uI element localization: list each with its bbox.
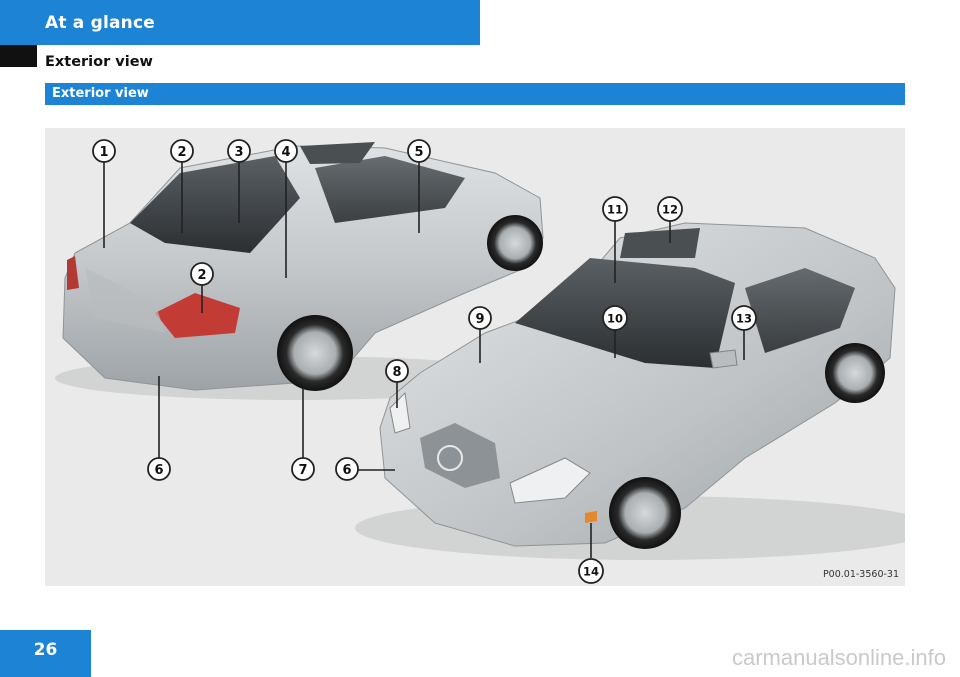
callout-label: 2	[197, 268, 206, 283]
callout-11: 11	[602, 196, 628, 222]
callout-label: 1	[99, 145, 108, 160]
page-marker	[0, 45, 37, 67]
callout-1: 1	[92, 139, 116, 163]
callout-label: 7	[298, 463, 307, 478]
callout-label: 13	[736, 312, 752, 326]
callout-label: 12	[662, 203, 678, 217]
callout-12: 12	[657, 196, 683, 222]
rear-taillight-right	[155, 293, 240, 338]
front-sunroof	[620, 228, 700, 258]
callout-label: 3	[234, 145, 243, 160]
subsection-title: Exterior view	[52, 86, 149, 101]
callout-7: 7	[291, 457, 315, 481]
rear-taillight-left	[67, 256, 79, 290]
side-marker-lamp	[585, 511, 597, 523]
callout-label: 9	[475, 312, 484, 327]
trunk-lid	[85, 268, 165, 333]
callout-9: 9	[468, 306, 492, 330]
chapter-tab: At a glance	[0, 0, 480, 45]
watermark: carmanualsonline.info	[731, 645, 946, 670]
callouts: 1 2 3 4 5 2 6	[92, 139, 757, 584]
front-car	[355, 222, 905, 560]
section-title: Exterior view	[45, 54, 153, 70]
callout-label: 6	[154, 463, 163, 478]
left-headlamp	[389, 391, 411, 434]
callout-13: 13	[731, 305, 757, 331]
front-car-rear-wheel	[825, 343, 885, 403]
exterior-view-figure: 1 2 3 4 5 2 6	[45, 128, 905, 586]
subsection-bar: Exterior view	[45, 83, 905, 105]
right-headlamp	[509, 457, 591, 504]
figure-code: P00.01-3560-31	[822, 569, 899, 580]
star-emblem	[437, 445, 463, 471]
callout-label: 11	[607, 203, 623, 217]
page-number: 26	[33, 640, 58, 660]
callout-14: 14	[578, 558, 604, 584]
callout-6-rear: 6	[147, 457, 171, 481]
rear-car-front-wheel	[487, 215, 543, 271]
callout-10: 10	[602, 305, 628, 331]
callout-6-front: 6	[335, 457, 359, 481]
callout-leader-lines	[103, 161, 745, 558]
callout-8: 8	[385, 359, 409, 383]
callout-5: 5	[407, 139, 431, 163]
grille	[420, 423, 500, 488]
callout-2: 2	[170, 139, 194, 163]
callout-label: 4	[281, 145, 290, 160]
chapter-title: At a glance	[45, 13, 155, 33]
callout-label: 10	[607, 312, 623, 326]
callout-label: 2	[177, 145, 186, 160]
car-illustration: 1 2 3 4 5 2 6	[55, 139, 905, 584]
callout-label: 5	[414, 145, 423, 160]
callout-2-lower: 2	[190, 262, 214, 286]
rear-sunroof	[300, 142, 375, 164]
front-side-windows	[745, 268, 855, 353]
callout-4: 4	[274, 139, 298, 163]
callout-label: 8	[392, 365, 401, 380]
callout-label: 6	[342, 463, 351, 478]
callout-label: 14	[583, 565, 599, 579]
rear-car	[55, 142, 544, 400]
page-number-box: 26	[0, 630, 91, 677]
exterior-mirror	[709, 349, 738, 369]
callout-3: 3	[227, 139, 251, 163]
front-car-front-wheel	[609, 477, 681, 549]
rear-window	[130, 156, 300, 253]
rear-side-windows	[315, 156, 465, 223]
rear-car-rear-wheel	[277, 315, 353, 391]
